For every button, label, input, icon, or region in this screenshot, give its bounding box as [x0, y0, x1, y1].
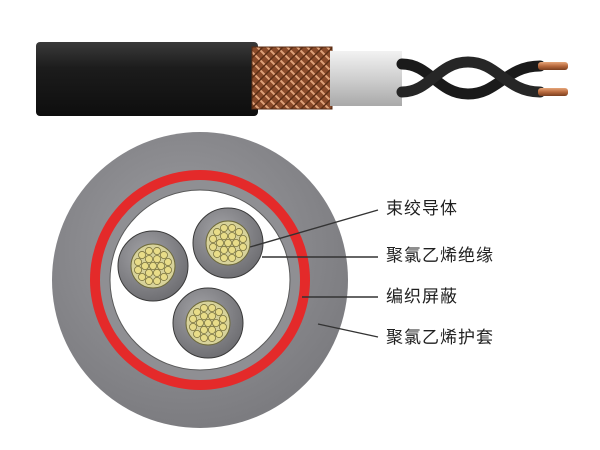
strand	[138, 272, 147, 281]
strand	[227, 232, 236, 241]
cable-cross-section	[52, 132, 348, 428]
cable-side-view	[36, 42, 568, 116]
strand	[144, 255, 153, 264]
label-insulation: 聚氯乙烯绝缘	[386, 246, 494, 266]
strand	[193, 329, 202, 338]
strand	[152, 255, 161, 264]
strand	[189, 314, 198, 323]
strand	[213, 228, 222, 237]
strand	[218, 314, 227, 323]
strand	[189, 323, 198, 332]
strand	[208, 333, 217, 342]
strand	[144, 268, 153, 277]
strand	[218, 323, 227, 332]
inner-wire-lower	[396, 58, 546, 100]
strand	[223, 238, 232, 247]
copper-tip-upper	[538, 62, 568, 70]
inner-wire-upper	[396, 56, 546, 98]
strand	[199, 304, 208, 313]
strand	[159, 272, 168, 281]
strand	[214, 308, 223, 317]
label-braid-shield: 编织屏蔽	[386, 287, 458, 307]
strand	[219, 245, 228, 254]
strand	[148, 261, 157, 270]
foil-section	[330, 51, 402, 106]
strand	[219, 232, 228, 241]
strand	[163, 257, 172, 266]
strand	[138, 251, 147, 260]
strand	[195, 318, 204, 327]
strand	[152, 268, 161, 277]
strand	[219, 253, 228, 262]
label-outer-sheath: 聚氯乙烯护套	[386, 328, 494, 348]
strand	[193, 308, 202, 317]
strand	[209, 243, 218, 252]
strand	[219, 224, 228, 233]
braid-section	[252, 47, 332, 109]
strand	[144, 276, 153, 285]
strand	[207, 325, 216, 334]
strand	[153, 276, 162, 285]
strand	[213, 249, 222, 258]
conductor-strands	[134, 224, 247, 342]
strand	[134, 257, 143, 266]
leader-conductor	[249, 209, 379, 248]
strand	[209, 234, 218, 243]
strand	[144, 247, 153, 256]
strand	[140, 261, 149, 270]
strand	[228, 253, 237, 262]
strand	[214, 329, 223, 338]
strand	[238, 243, 247, 252]
leader-outer-sheath	[317, 323, 379, 338]
strand	[228, 224, 237, 233]
strand	[207, 312, 216, 321]
strand	[238, 234, 247, 243]
strand	[153, 247, 162, 256]
strand	[159, 251, 168, 260]
strand	[163, 266, 172, 275]
strand	[211, 318, 220, 327]
outer-jacket-section	[36, 42, 258, 116]
strand	[234, 228, 243, 237]
copper-tip-lower	[538, 88, 568, 96]
strand	[156, 261, 165, 270]
strand	[227, 245, 236, 254]
strand	[231, 238, 240, 247]
leader-lines	[249, 209, 379, 338]
strand	[134, 266, 143, 275]
strand	[203, 318, 212, 327]
strand	[199, 333, 208, 342]
strand	[215, 238, 224, 247]
strand	[199, 312, 208, 321]
strand	[208, 304, 217, 313]
label-conductor: 束绞导体	[386, 199, 458, 219]
strand	[199, 325, 208, 334]
strand	[234, 249, 243, 258]
